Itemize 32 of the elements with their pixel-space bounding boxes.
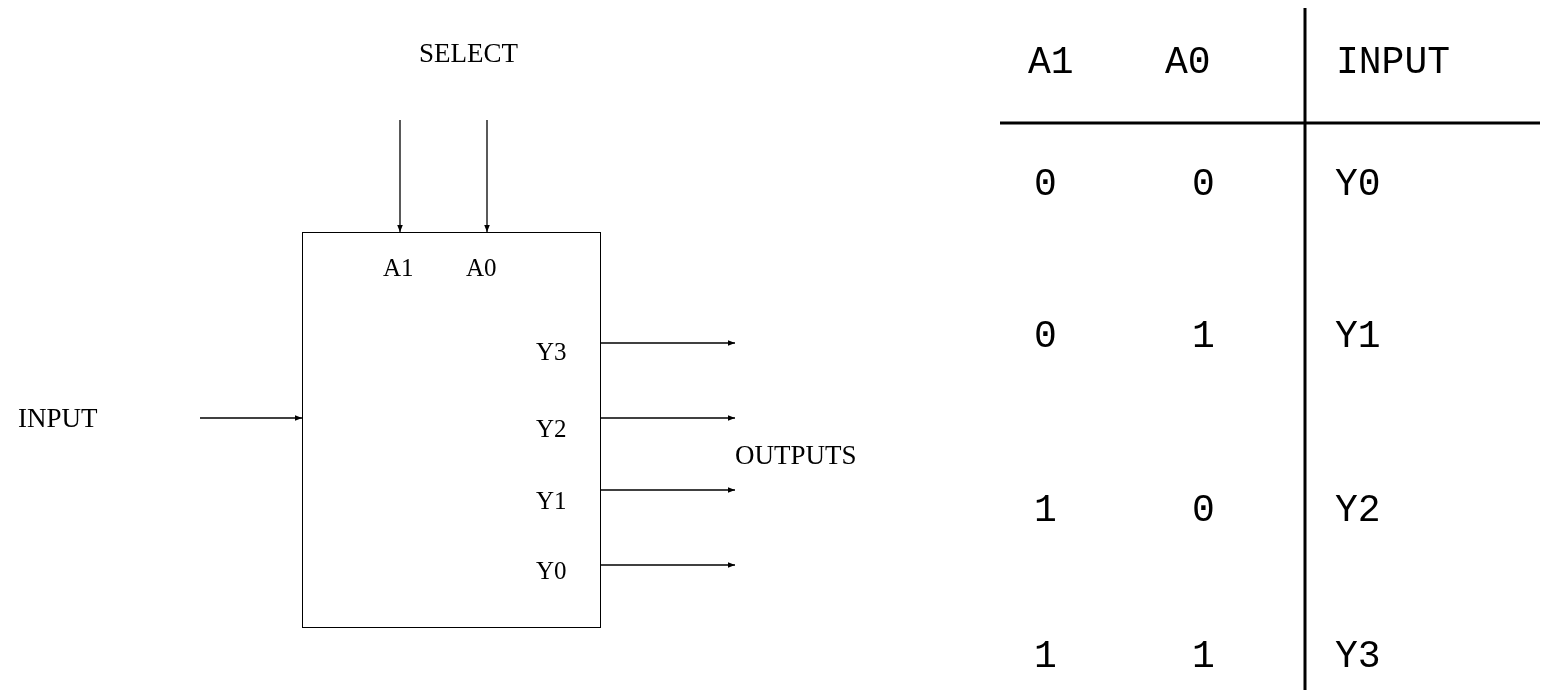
pin-label: Y0 (536, 558, 567, 583)
pin-label: Y3 (536, 339, 567, 364)
table-cell: 1 (1034, 638, 1057, 676)
table-cell: 0 (1034, 318, 1057, 356)
arrow (600, 415, 736, 421)
table-cell: 1 (1192, 318, 1215, 356)
signal-name: OUTPUTS (735, 330, 935, 580)
pin-label: A0 (466, 255, 497, 280)
table-cell: Y0 (1335, 166, 1381, 204)
table-header: A0 (1165, 44, 1211, 82)
table-cell: 0 (1192, 492, 1215, 530)
arrow (199, 415, 303, 421)
pin-label: Y2 (536, 416, 567, 441)
table-cell: Y1 (1335, 318, 1381, 356)
arrow (484, 119, 490, 233)
demultiplexer-block (302, 232, 601, 628)
signal-name: SELECT (396, 40, 541, 120)
table-cell: 0 (1034, 166, 1057, 204)
table-header: INPUT (1336, 44, 1451, 82)
table-cell: Y3 (1335, 638, 1381, 676)
pin-label: A1 (383, 255, 414, 280)
table-cell: 0 (1192, 166, 1215, 204)
table-cell: Y2 (1335, 492, 1381, 530)
arrow (397, 119, 403, 233)
table-header: A1 (1028, 44, 1074, 82)
table-cell: 1 (1034, 492, 1057, 530)
arrow (600, 562, 736, 568)
table-cell: 1 (1192, 638, 1215, 676)
pin-label: Y1 (536, 488, 567, 513)
arrow (600, 340, 736, 346)
arrow (600, 487, 736, 493)
signal-name: INPUT (18, 405, 200, 431)
